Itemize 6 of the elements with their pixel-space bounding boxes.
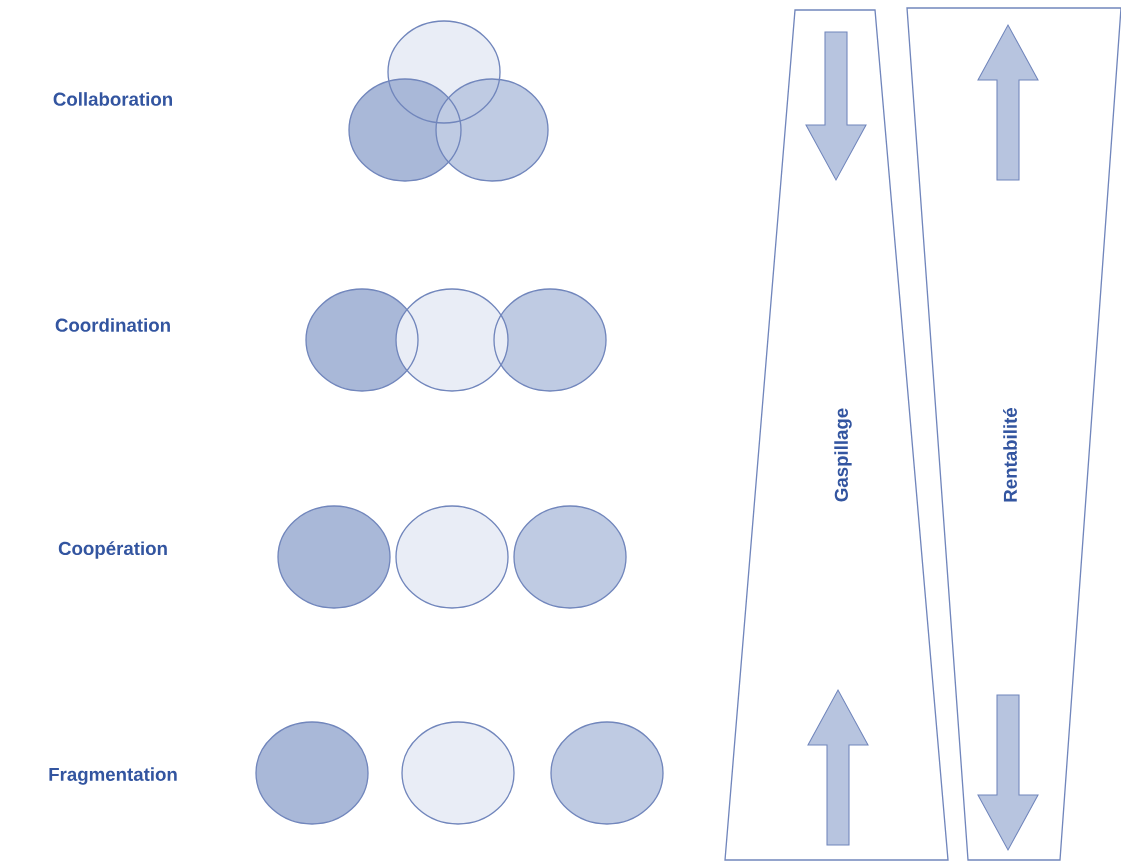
level-label: Coopération [58, 541, 167, 559]
level-label: Fragmentation [49, 767, 177, 785]
trapezoid-band: Gaspillage [724, 9, 949, 861]
level-label: Coordination [55, 318, 170, 332]
level-label: Collaboration [53, 92, 172, 106]
trapezoid-band: Rentabilité [906, 7, 1121, 861]
